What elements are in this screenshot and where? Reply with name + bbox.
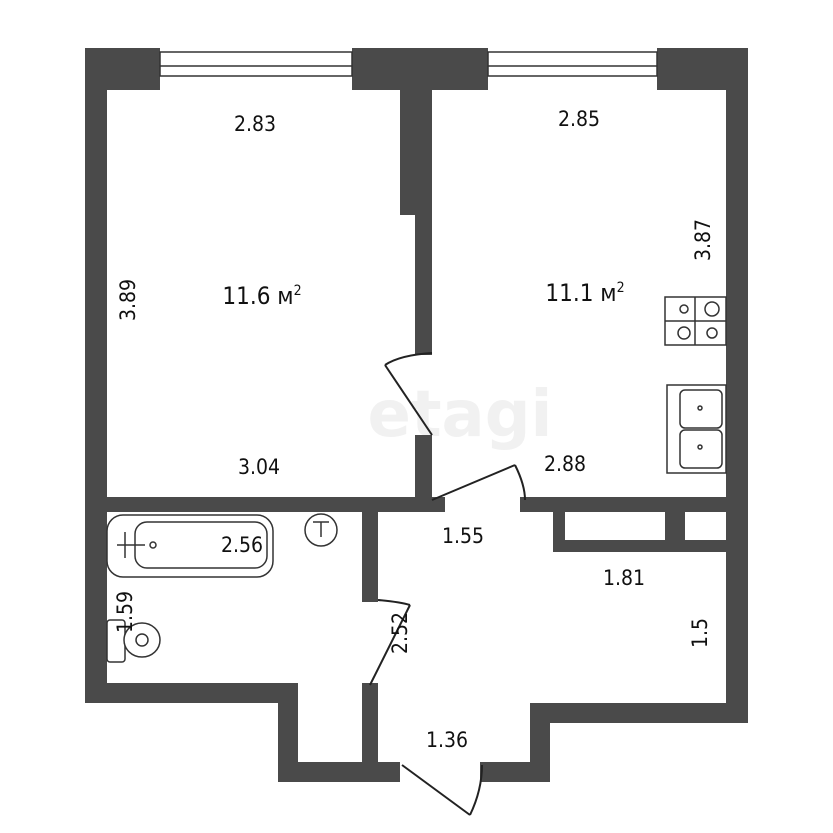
dim-kitchen-bottom: 2.88 — [543, 452, 587, 476]
kitchen-area: 11.1 м2 — [545, 279, 625, 307]
windows — [159, 51, 658, 77]
dim-hall-right: 1.5 — [688, 617, 712, 649]
doors — [369, 352, 526, 816]
dim-room-top: 2.83 — [233, 112, 277, 136]
dim-kitchen-right: 3.87 — [691, 218, 715, 262]
dim-room-left: 3.89 — [116, 278, 140, 322]
dim-kitchen-top: 2.85 — [557, 107, 601, 131]
dim-entrance: 1.36 — [425, 728, 469, 752]
dim-hall-length: 2.52 — [388, 611, 412, 655]
dim-hall-top: 1.55 — [441, 524, 485, 548]
dim-bath-height: 1.59 — [113, 590, 137, 634]
dim-room-bottom: 3.04 — [237, 455, 281, 479]
watermark: etagi — [367, 378, 553, 452]
dim-bath-width: 2.56 — [220, 533, 264, 557]
dim-hall-middle: 1.81 — [602, 566, 646, 590]
room-area: 11.6 м2 — [222, 282, 302, 310]
walls — [85, 48, 748, 782]
fixtures — [106, 296, 727, 663]
